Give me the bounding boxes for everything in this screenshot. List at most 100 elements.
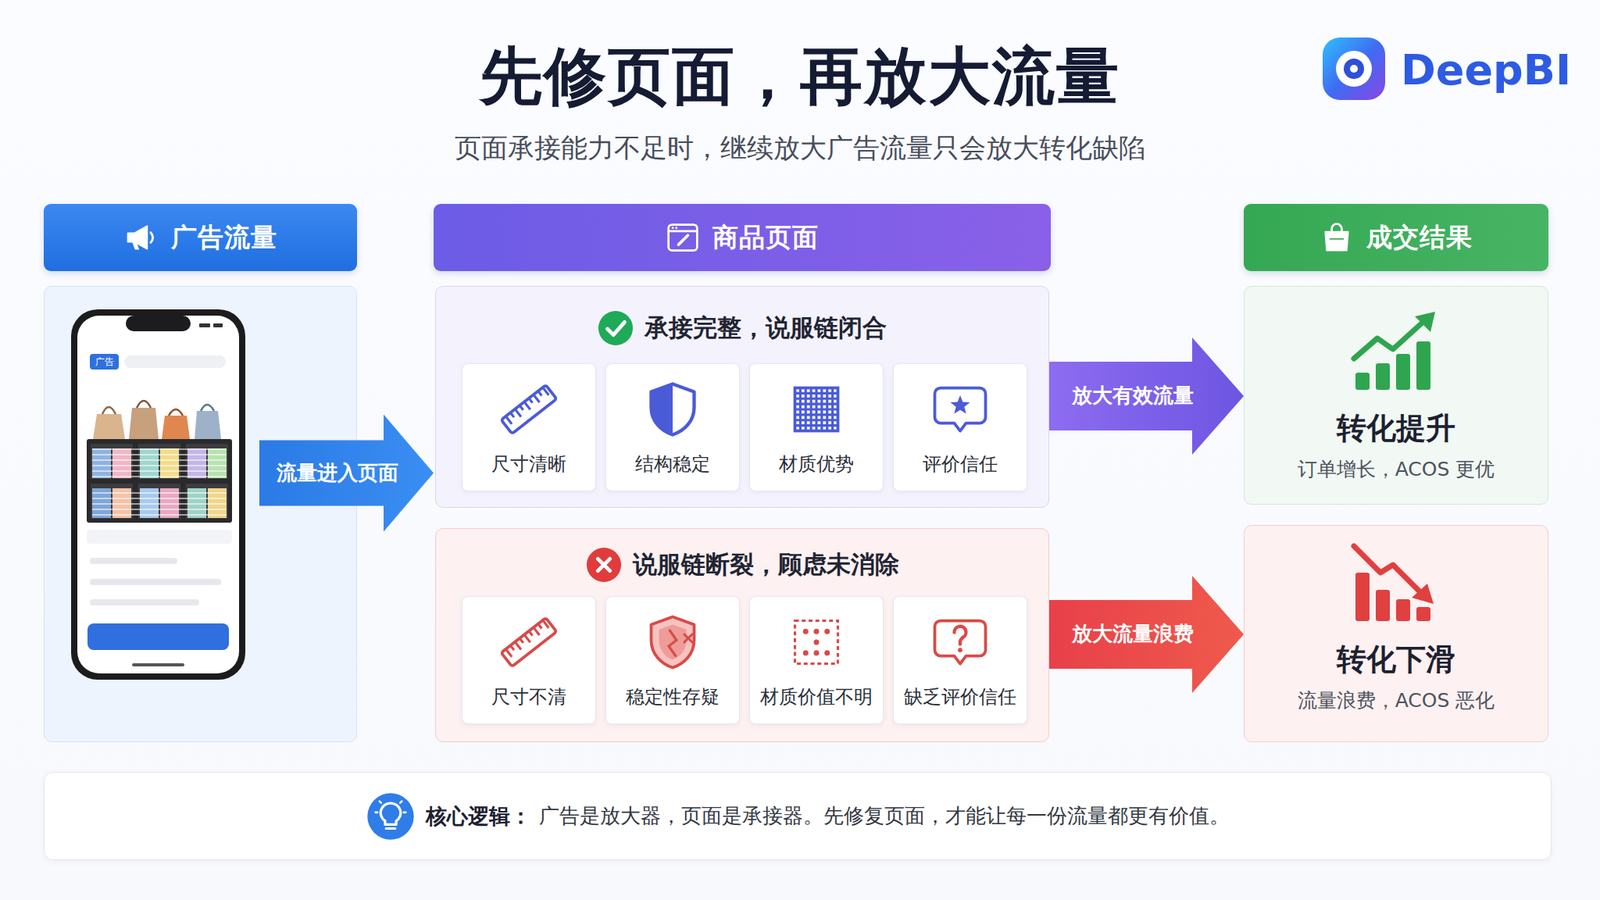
phone-illustration-part: [102, 407, 116, 415]
header-icon-part: [1329, 238, 1344, 240]
ruler-icon-part: [497, 610, 561, 674]
phone-illustration-part: [89, 599, 200, 606]
result-bad-box: 转化下滑流量浪费，ACOS 恶化: [1243, 525, 1549, 743]
grid-icon-part: [814, 628, 820, 635]
header-icon-part: [675, 226, 678, 229]
subtitle: 页面承接能力不足时，继续放大广告流量只会放大转化缺陷: [0, 130, 1600, 165]
result-detail: 订单增长，ACOS 更优: [1297, 456, 1496, 483]
phone-illustration-part: [200, 404, 215, 411]
check-icon-part: [597, 310, 634, 347]
ruler-icon-part: [542, 387, 550, 396]
column-title: 商品页面: [712, 220, 819, 256]
header-icon-part: [132, 242, 140, 250]
bad-panel: 说服链断裂，顾虑未消除尺寸不清稳定性存疑材质价值不明缺乏评价信任: [435, 528, 1050, 743]
column-header: 广告流量: [43, 203, 358, 272]
phone-illustration-part: [138, 483, 181, 519]
trend-up-icon: [1349, 310, 1443, 397]
phone-illustration-part: [89, 353, 119, 370]
phone-illustration-part: [71, 309, 246, 680]
ruler-icon-part: [510, 412, 515, 418]
header-icon-part: [1319, 220, 1354, 255]
trend-down-icon-part: [1349, 541, 1443, 628]
phone-illustration-part: [89, 557, 178, 565]
issue-card: 材质价值不明: [749, 596, 884, 725]
card-label: 缺乏评价信任: [903, 684, 1017, 710]
phone-illustration-part: [90, 443, 133, 479]
core-logic-text: 广告是放大器，页面是承接器。先修复页面，才能让每一份流量都更有价值。: [539, 802, 1230, 830]
grid-icon-part: [824, 650, 830, 656]
trend-down-icon-part: [1411, 583, 1434, 604]
grid-icon-part: [795, 621, 839, 665]
phone-illustration-part: [213, 323, 223, 328]
shield-icon-part: [641, 610, 704, 674]
core-logic-bar: 核心逻辑：广告是放大器，页面是承接器。先修复页面，才能让每一份流量都更有价值。: [43, 771, 1552, 861]
check-icon-part: [607, 321, 625, 335]
card-label: 材质优势: [778, 451, 854, 477]
phone-illustration-part: [92, 448, 111, 479]
shield-icon-part: [668, 630, 677, 657]
feature-card: 结构稳定: [605, 363, 740, 492]
ruler-icon-part: [524, 401, 531, 410]
logo-icon: [1321, 35, 1387, 102]
phone-illustration-part: [139, 488, 159, 518]
ruler-icon-part: [501, 617, 558, 667]
logo-icon-part: [1350, 64, 1358, 73]
phone-illustration-part: [185, 443, 229, 479]
review-icon: [928, 378, 992, 441]
phone-illustration-part: [89, 578, 222, 586]
ruler-icon-part: [538, 391, 543, 397]
card-label: 评价信任: [922, 451, 998, 477]
phone-illustration-part: [92, 448, 227, 479]
cross-icon-part: [585, 547, 621, 583]
feature-card: 尺寸清晰: [461, 363, 597, 492]
bulb-icon-part: [367, 792, 414, 840]
header-icon-part: [678, 235, 689, 245]
phone-illustration-part: [112, 488, 132, 518]
ruler-icon-part: [501, 385, 558, 434]
phone-illustration-part: [160, 448, 179, 479]
review-icon-part: [950, 395, 971, 415]
phone-illustration-part: [187, 488, 207, 518]
ruler-icon-part: [501, 617, 558, 667]
ruler-icon-part: [514, 642, 522, 650]
header-icon-part: [668, 229, 698, 233]
header-icon: [124, 220, 159, 255]
title: 先修页面，再放大流量: [0, 39, 1600, 115]
grid-icon: [785, 610, 848, 674]
shield-icon-part: [659, 625, 687, 661]
header-icon: [665, 220, 700, 255]
header-icon-part: [1325, 232, 1348, 251]
grid-icon-part: [814, 650, 820, 656]
shield-icon-part: [684, 634, 693, 643]
trend-down-icon-part: [1416, 607, 1431, 622]
phone-illustration-part: [194, 410, 222, 440]
shield-icon: [641, 378, 704, 441]
ruler-icon-part: [505, 649, 512, 658]
grid-icon-part: [785, 378, 848, 441]
header-icon-part: [150, 232, 153, 243]
ruler-icon-part: [528, 398, 533, 404]
card-label: 稳定性存疑: [625, 684, 720, 710]
phone-illustration-part: [185, 483, 229, 519]
trend-up-icon-part: [1396, 353, 1411, 390]
phone-illustration-part: [136, 400, 151, 408]
header-icon: [1319, 220, 1354, 255]
header-icon-part: [1332, 224, 1343, 233]
card-label: 材质价值不明: [760, 684, 873, 710]
trend-down-icon-part: [1353, 546, 1423, 595]
phone-illustration-part: [90, 483, 133, 519]
issue-card: 稳定性存疑: [605, 596, 740, 725]
result-good-box: 转化提升订单增长，ACOS 更优: [1243, 285, 1549, 505]
logo-icon-part: [1335, 50, 1372, 87]
trend-down-icon: [1349, 541, 1443, 628]
review-icon-part: [935, 388, 986, 432]
bulb-icon: [366, 792, 415, 841]
cross-icon: [585, 546, 622, 583]
issue-card: 缺乏评价信任: [892, 596, 1028, 725]
trend-down-icon-part: [1396, 599, 1411, 622]
header-icon-part: [127, 225, 147, 249]
ruler-icon-part: [519, 405, 524, 411]
header-icon-part: [124, 220, 159, 255]
phone-illustration-part: [132, 663, 185, 667]
